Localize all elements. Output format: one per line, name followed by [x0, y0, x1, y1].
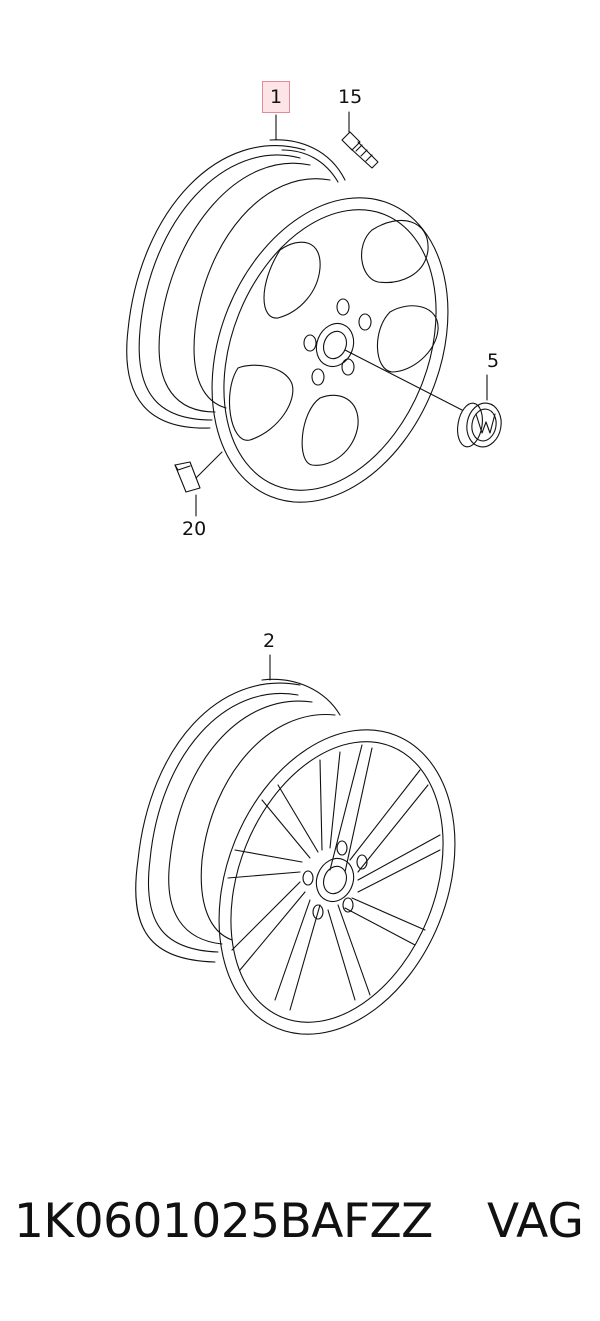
brand-label: VAG	[487, 1194, 584, 1249]
footer: 1K0601025BAFZZ VAG	[0, 1190, 600, 1260]
center-cap-5	[454, 375, 504, 450]
balance-weight-20	[175, 452, 222, 516]
valve-bolt-15	[342, 112, 378, 168]
part-number: 1K0601025BAFZZ	[14, 1194, 433, 1249]
callout-1: 1	[262, 81, 290, 113]
callout-2: 2	[263, 630, 276, 652]
callout-20: 20	[182, 518, 207, 540]
alloy-wheel-1	[127, 115, 491, 538]
alloy-wheel-2	[136, 655, 498, 1070]
callout-5: 5	[487, 350, 500, 372]
callout-15: 15	[338, 86, 363, 108]
